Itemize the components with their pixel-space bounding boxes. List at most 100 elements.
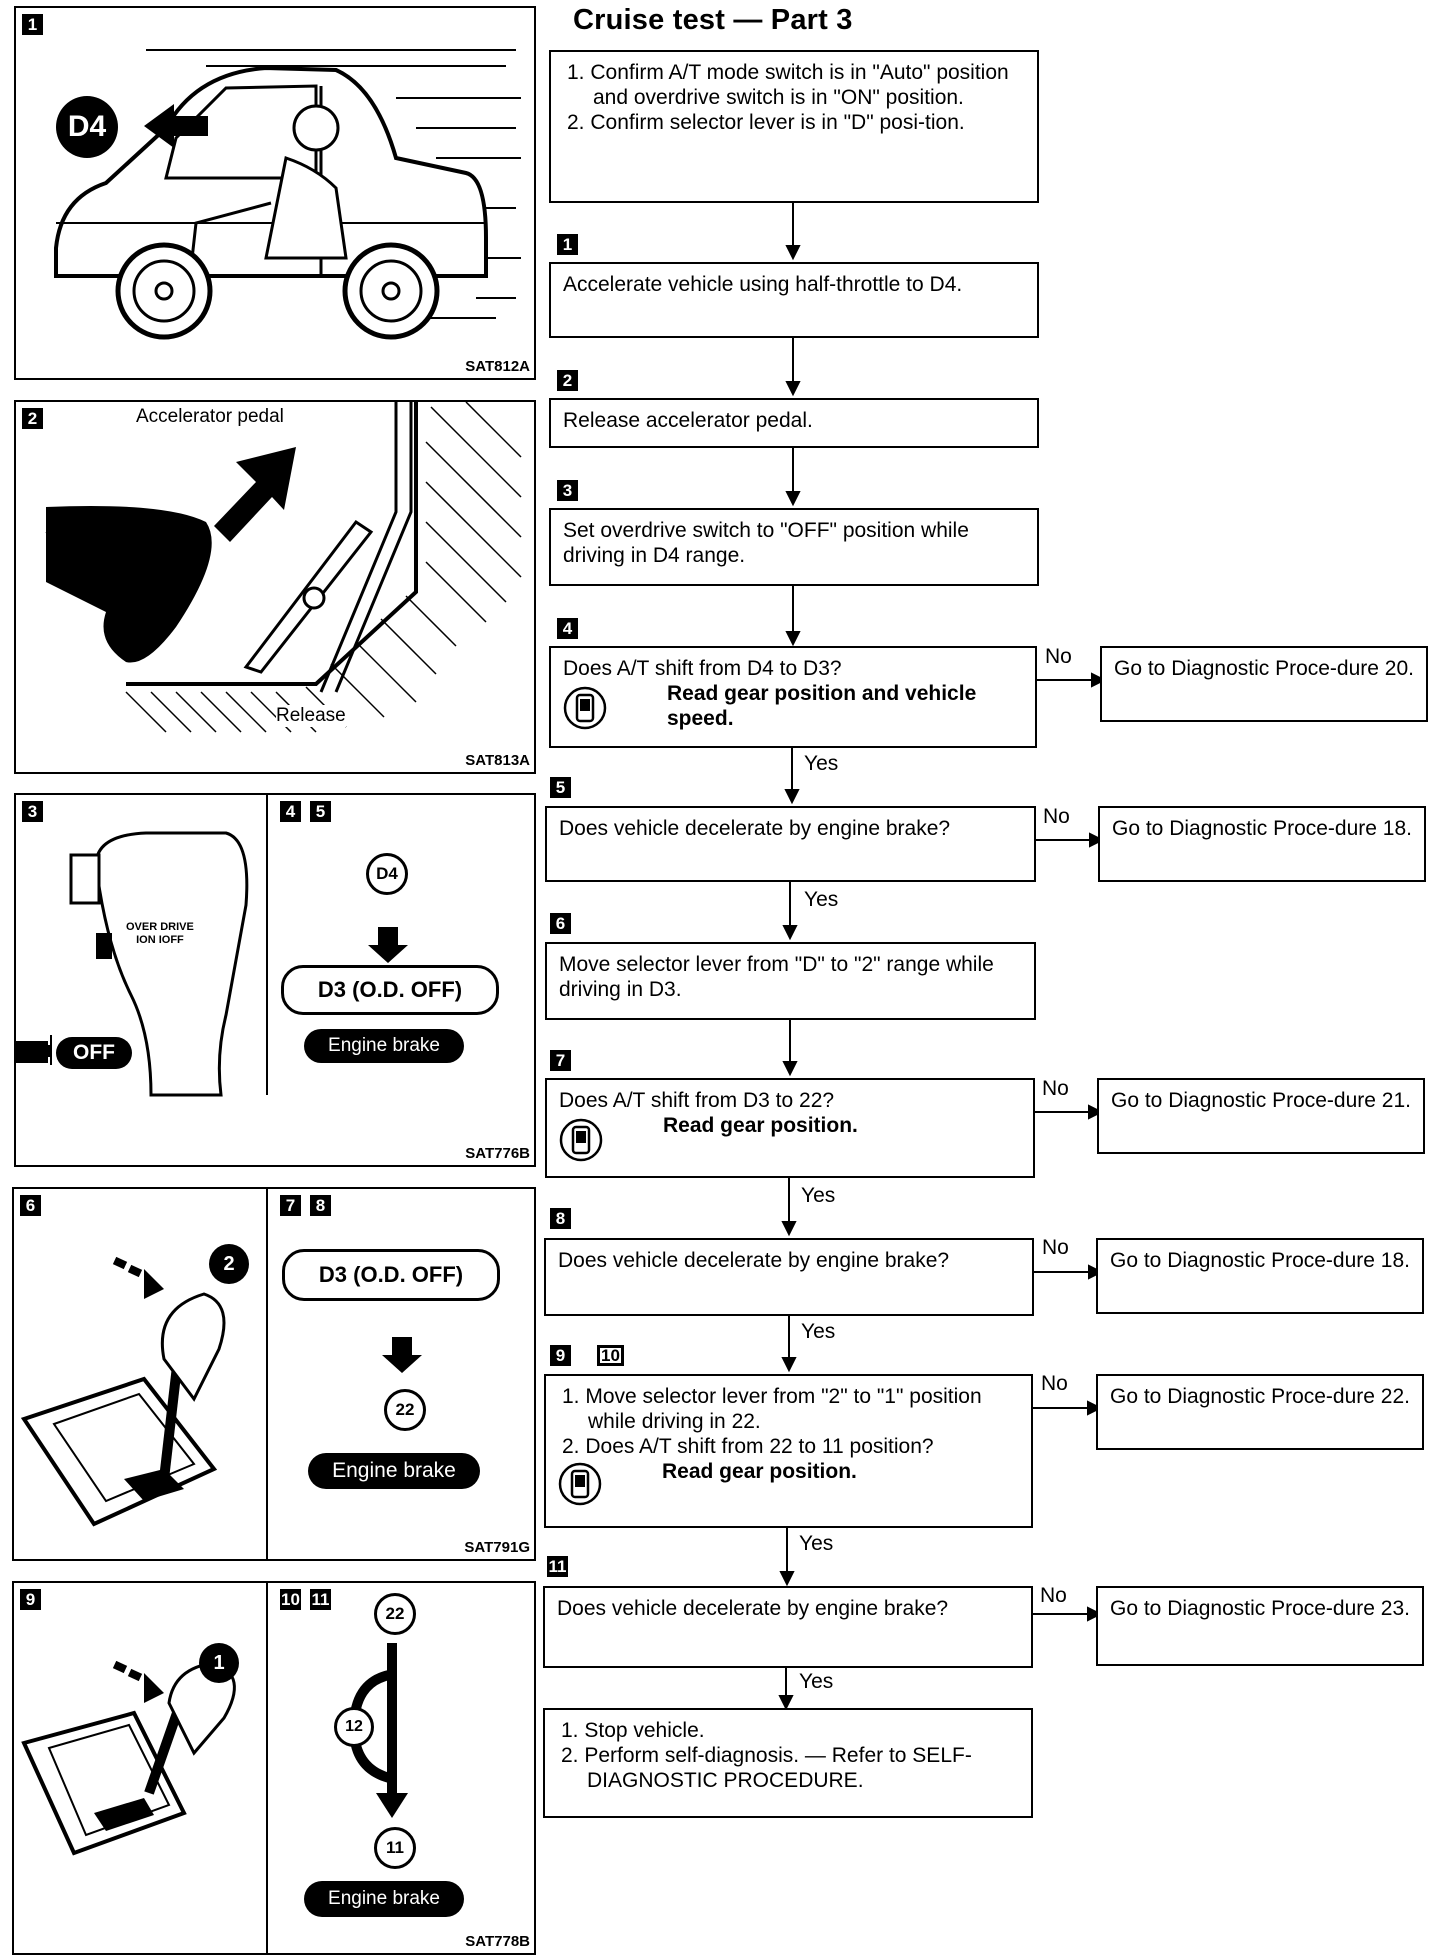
- figure-number: 11: [310, 1589, 331, 1610]
- step-9-item-2: 2. Does A/T shift from 22 to 11 position…: [562, 1435, 934, 1458]
- figure-6-7-8-selector: 6 7 8 2 D3 (O.D. OFF) 22 Engine brake SA…: [12, 1187, 536, 1561]
- step-4-question: Does A/T shift from D4 to D3?: [563, 657, 842, 680]
- gear-2-badge: 2: [209, 1244, 249, 1284]
- start-box: 1. Confirm A/T mode switch is in "Auto" …: [549, 50, 1039, 203]
- step-number: 5: [550, 777, 571, 798]
- step-11-box: Does vehicle decelerate by engine brake?: [543, 1586, 1033, 1668]
- gear-box: D3 (O.D. OFF): [282, 1249, 500, 1301]
- end-box: 1. Stop vehicle. 2. Perform self-diagnos…: [543, 1708, 1033, 1818]
- gear-22-circle: 22: [384, 1389, 426, 1431]
- figure-code: SAT812A: [465, 358, 530, 375]
- shift-knob-illustration: [16, 831, 408, 1097]
- start-item-2: 2. Confirm selector lever is in "D" posi…: [567, 111, 965, 134]
- no-label: No: [1042, 1077, 1069, 1100]
- figure-number: 2: [22, 408, 43, 429]
- gear-label: 11: [386, 1838, 404, 1857]
- end-item-1: 1. Stop vehicle.: [561, 1719, 705, 1742]
- consult-tool-icon: [563, 686, 607, 730]
- step-number: 2: [557, 370, 578, 391]
- step-7-instruction: Read gear position.: [663, 1114, 858, 1137]
- yes-label: Yes: [801, 1320, 836, 1343]
- gear-label: 22: [385, 1604, 405, 1623]
- overdrive-switch-label: OVER DRIVE ION IOFF: [126, 921, 194, 947]
- step-number: 11: [547, 1556, 568, 1577]
- step-number: 6: [550, 913, 571, 934]
- engine-brake-pill: Engine brake: [308, 1453, 480, 1489]
- step-number: 3: [557, 480, 578, 501]
- engine-brake-pill: Engine brake: [304, 1881, 464, 1917]
- step-4-box: Does A/T shift from D4 to D3? Read gear …: [549, 646, 1037, 748]
- yes-label: Yes: [804, 752, 839, 775]
- car-illustration: [54, 49, 521, 340]
- gear-d4-circle: D4: [366, 853, 408, 895]
- gear-22-circle: 22: [374, 1593, 416, 1635]
- figure-number: 1: [22, 14, 43, 35]
- figure-number: 3: [22, 801, 43, 822]
- gear-d4-badge: D4: [56, 96, 118, 158]
- figure-9-10-11-selector: 9 10 11 1 22 12 11 Engine brake SAT778B: [12, 1581, 536, 1955]
- divider: [266, 1189, 268, 1561]
- figure-number: 4: [280, 801, 301, 822]
- gear-1-badge: 1: [199, 1643, 239, 1683]
- no-label: No: [1045, 645, 1072, 668]
- gear-label: D4: [376, 864, 398, 883]
- divider: [266, 1583, 268, 1955]
- gear-box: D3 (O.D. OFF): [281, 965, 499, 1015]
- no-label: No: [1043, 805, 1070, 828]
- no-label: No: [1042, 1236, 1069, 1259]
- consult-tool-icon: [559, 1118, 603, 1162]
- figure-1-car: 1 D4 SAT812A: [14, 6, 536, 380]
- step-7-box: Does A/T shift from D3 to 22? Read gear …: [545, 1078, 1035, 1178]
- step-11-no-box: Go to Diagnostic Proce-dure 23.: [1096, 1586, 1424, 1666]
- figure-number: 6: [20, 1195, 41, 1216]
- step-number: 7: [550, 1050, 571, 1071]
- step-9-instruction: Read gear position.: [662, 1460, 857, 1483]
- step-6-box: Move selector lever from "D" to "2" rang…: [545, 942, 1036, 1020]
- yes-label: Yes: [804, 888, 839, 911]
- figure-code: SAT813A: [465, 752, 530, 769]
- accelerator-pedal-label: Accelerator pedal: [136, 406, 284, 427]
- pedal-illustration: [45, 402, 522, 733]
- figure-number: 9: [20, 1589, 41, 1610]
- step-5-box: Does vehicle decelerate by engine brake?: [545, 806, 1036, 882]
- divider: [266, 795, 268, 1095]
- step-number: 4: [557, 618, 578, 639]
- gear-11-circle: 11: [374, 1827, 416, 1869]
- step-2-box: Release accelerator pedal.: [549, 398, 1039, 448]
- step-number: 9: [550, 1345, 571, 1366]
- page-title: Cruise test — Part 3: [573, 4, 853, 36]
- gear-12-circle: 12: [334, 1707, 374, 1747]
- step-8-box: Does vehicle decelerate by engine brake?: [544, 1238, 1034, 1316]
- step-4-instruction: Read gear position and vehicle speed.: [667, 682, 977, 730]
- step-5-no-box: Go to Diagnostic Proce-dure 18.: [1098, 806, 1426, 882]
- figure-2-pedal: 2 Accelerator pedal Release SAT813A: [14, 400, 536, 774]
- gear-label: D4: [67, 110, 107, 143]
- figure-3-4-5-overdrive: 3 4 5 OVER DRIVE ION IOFF OFF D4 D3 (O.D…: [14, 793, 536, 1167]
- figure-code: SAT791G: [464, 1539, 530, 1556]
- yes-label: Yes: [799, 1532, 834, 1555]
- yes-label: Yes: [799, 1670, 834, 1693]
- step-number: 8: [550, 1208, 571, 1229]
- gear-label: 22: [395, 1400, 415, 1419]
- off-badge: OFF: [56, 1037, 132, 1069]
- step-7-question: Does A/T shift from D3 to 22?: [559, 1089, 835, 1112]
- end-item-2: 2. Perform self-diagnosis. — Refer to SE…: [561, 1744, 972, 1792]
- switch-sub: ION IOFF: [136, 934, 184, 946]
- consult-tool-icon: [558, 1462, 602, 1506]
- step-4-no-box: Go to Diagnostic Proce-dure 20.: [1100, 646, 1428, 722]
- step-3-box: Set overdrive switch to "OFF" position w…: [549, 508, 1039, 586]
- step-number: 1: [557, 234, 578, 255]
- switch-text: OVER DRIVE: [126, 921, 194, 933]
- step-number: 10: [597, 1345, 624, 1366]
- figure-number: 7: [280, 1195, 301, 1216]
- no-label: No: [1041, 1372, 1068, 1395]
- figure-number: 5: [310, 801, 331, 822]
- yes-label: Yes: [801, 1184, 836, 1207]
- step-8-no-box: Go to Diagnostic Proce-dure 18.: [1096, 1238, 1424, 1314]
- step-9-10-box: 1. Move selector lever from "2" to "1" p…: [544, 1374, 1033, 1528]
- figure-number: 8: [310, 1195, 331, 1216]
- gear-label: 12: [345, 1718, 363, 1735]
- figure-number: 10: [280, 1589, 301, 1610]
- release-label: Release: [276, 705, 346, 727]
- step-1-box: Accelerate vehicle using half-throttle t…: [549, 262, 1039, 338]
